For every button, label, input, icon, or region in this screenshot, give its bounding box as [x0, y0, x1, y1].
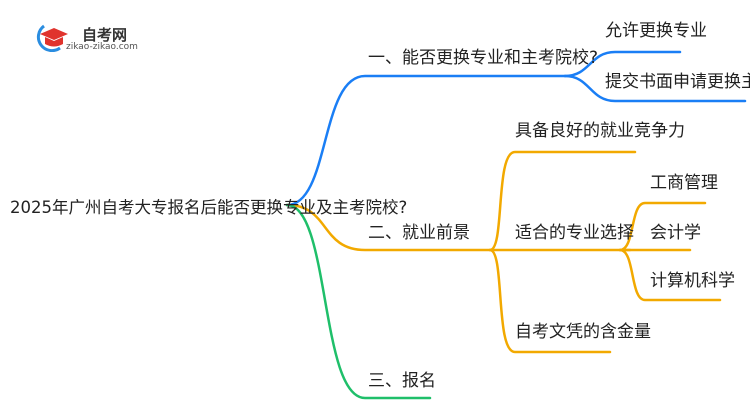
branch-1-child-1: 允许更换专业 [605, 21, 707, 41]
connector-b2-c2-g1 [618, 201, 707, 252]
connector-b2-c3 [488, 248, 612, 354]
branch-2-grandchild-1: 工商管理 [650, 173, 718, 193]
branch-2-child-2: 适合的专业选择 [515, 223, 634, 243]
connector-branch-1 [285, 74, 567, 207]
branch-2-child-1: 具备良好的就业竞争力 [515, 121, 685, 141]
branch-2-child-3: 自考文凭的含金量 [515, 322, 651, 342]
graduation-cap-icon [36, 24, 68, 52]
branch-2-grandchild-2: 会计学 [650, 223, 701, 243]
connector-b1-c1 [563, 50, 682, 78]
connector-branch-2 [285, 203, 492, 252]
connector-branch-3 [285, 203, 432, 400]
branch-2-grandchild-3: 计算机科学 [650, 271, 735, 291]
branch-1-node: 一、能否更换专业和主考院校? [368, 48, 599, 68]
connector-b1-c2 [563, 74, 747, 103]
logo-url: zikao-zikao.com [66, 42, 138, 52]
branch-3-node: 三、报名 [368, 371, 436, 391]
root-node: 2025年广州自考大专报名后能否更换专业及主考院校? [10, 198, 408, 217]
branch-2-node: 二、就业前景 [368, 223, 470, 243]
connector-b2-c2-g3 [618, 248, 722, 302]
logo-title: 自考网 [82, 26, 128, 44]
connector-b2-c1 [488, 150, 637, 252]
branch-1-child-2: 提交书面申请更换主考院校 [605, 72, 750, 92]
